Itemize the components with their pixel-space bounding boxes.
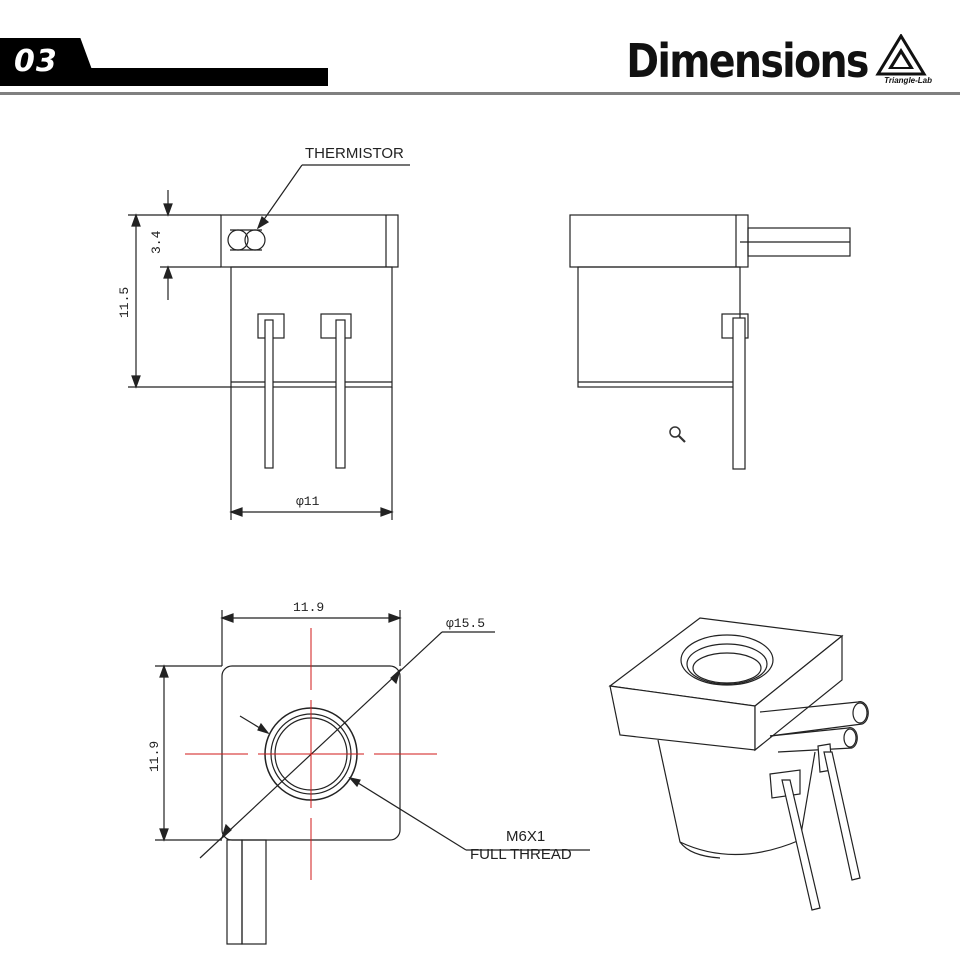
top-view <box>155 610 590 945</box>
centerlines <box>185 628 437 880</box>
thread-label-line1: M6X1 <box>506 828 545 845</box>
dim-height-total: 11.5 <box>117 287 132 318</box>
dim-height-top: 3.4 <box>149 230 164 254</box>
dim-diameter-body: φ11 <box>296 494 320 509</box>
front-dimensions <box>128 164 410 520</box>
front-body <box>230 266 393 388</box>
dim-diameter-outer: φ15.5 <box>446 616 485 631</box>
magnifier-icon[interactable] <box>669 426 686 443</box>
triangle-lab-logo-icon <box>875 34 927 76</box>
side-view <box>569 214 851 470</box>
page-title: Dimensions <box>626 34 870 88</box>
header-rule <box>0 92 960 95</box>
section-bar <box>80 68 328 86</box>
dim-width-top: 11.9 <box>293 600 324 615</box>
dim-height-side: 11.9 <box>147 741 162 772</box>
isometric-view <box>608 617 869 911</box>
section-number: 03 <box>0 38 98 86</box>
thermistor-label: THERMISTOR <box>305 145 404 162</box>
front-view <box>220 214 399 469</box>
logo-text: Triangle-Lab <box>884 76 932 85</box>
thread-label-line2: FULL THREAD <box>470 846 572 863</box>
page-header: 03 Dimensions Triangle-Lab <box>0 0 960 100</box>
